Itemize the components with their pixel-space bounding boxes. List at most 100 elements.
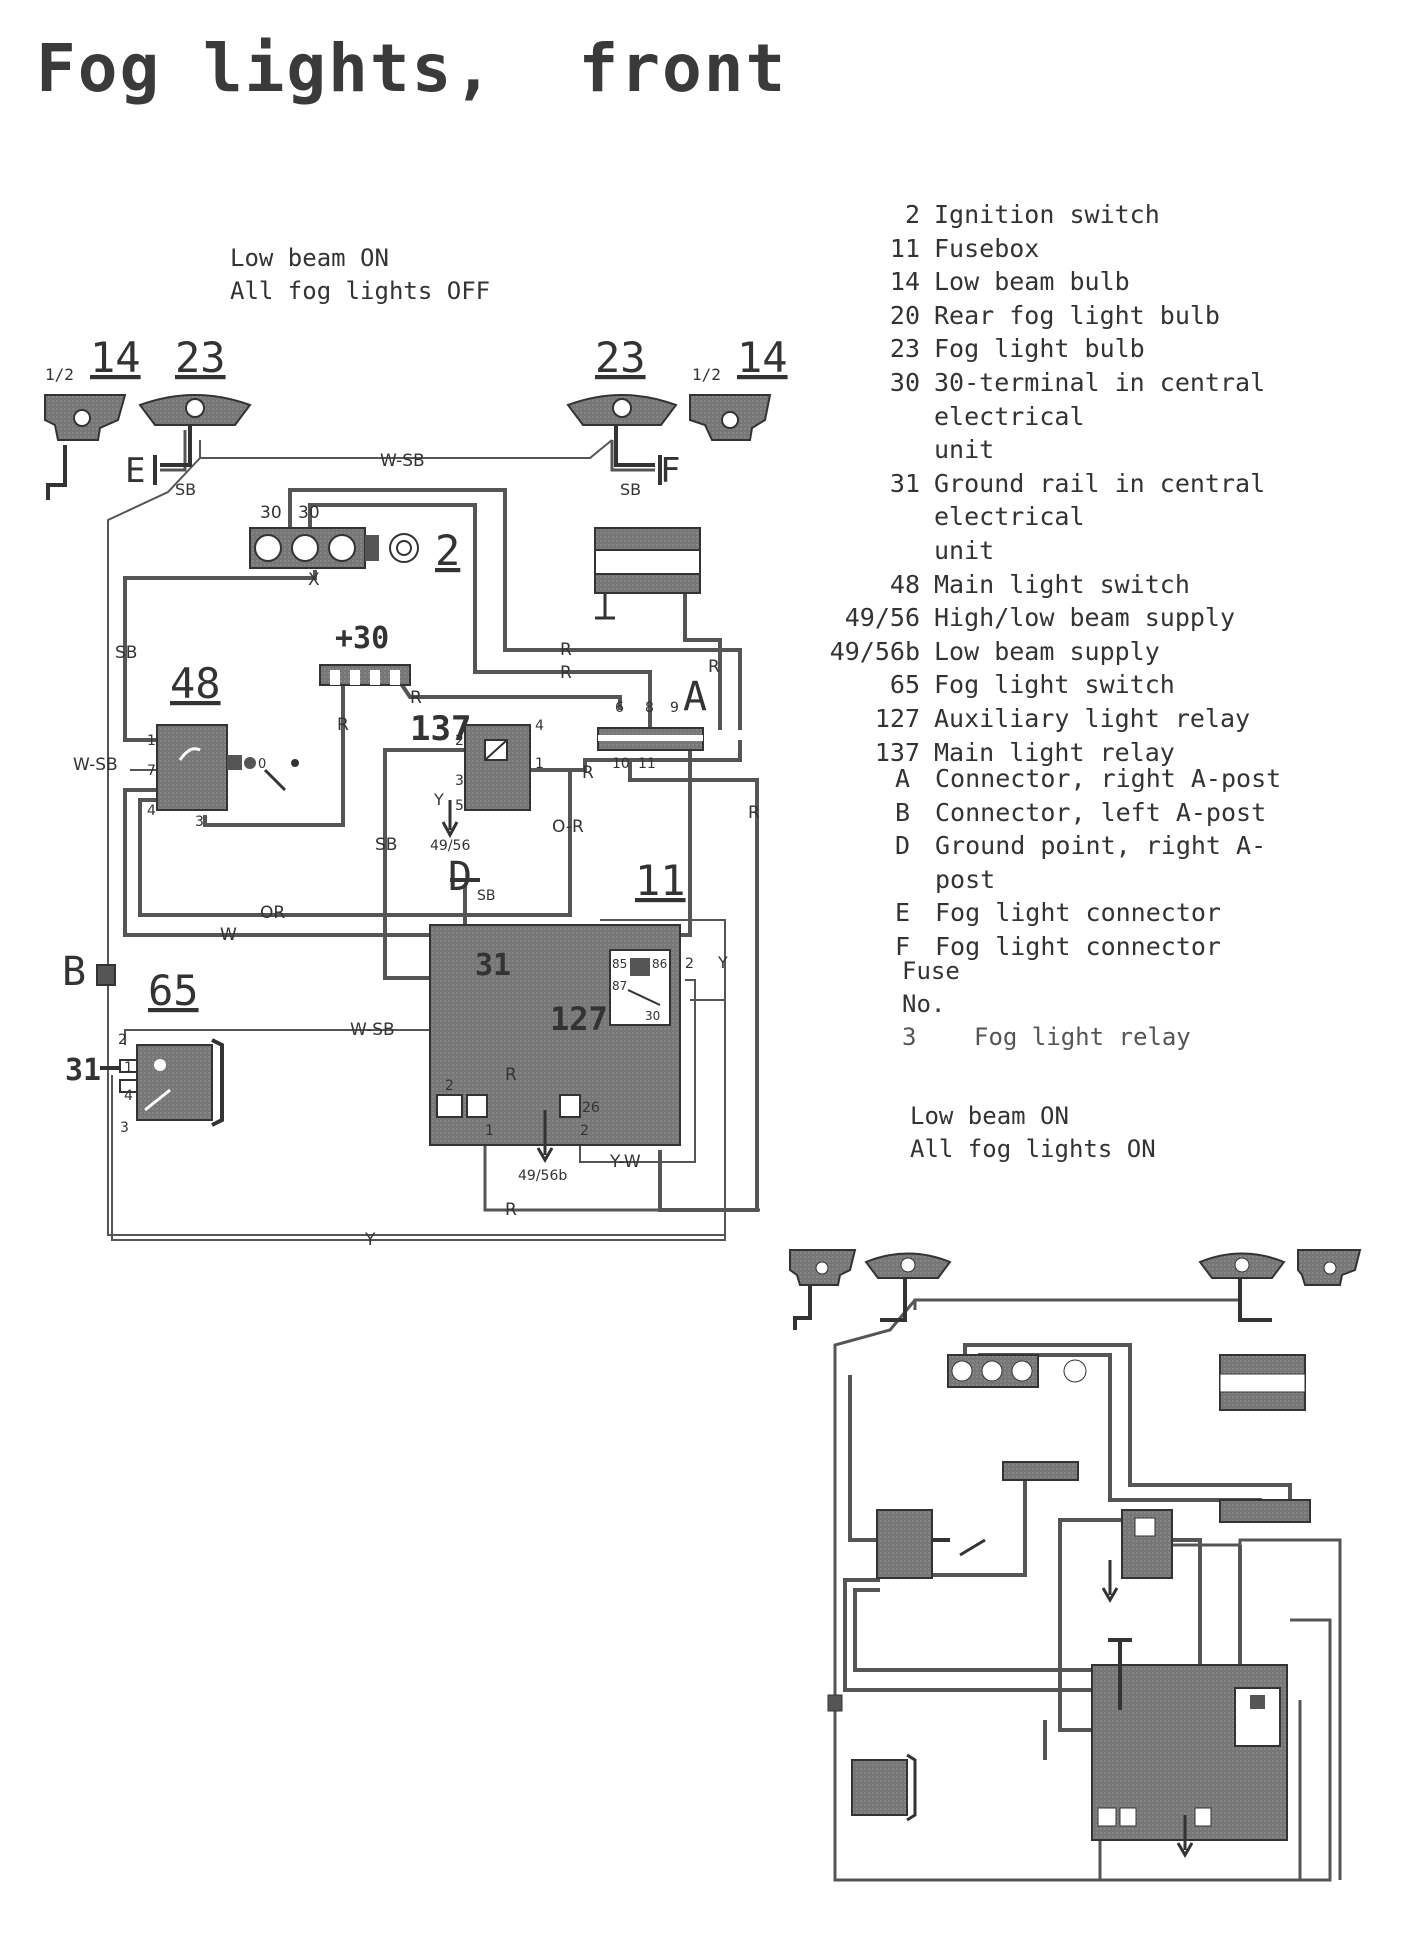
label-pin2-65: 2	[118, 1032, 127, 1048]
label-wsb-48: W-SB	[73, 755, 118, 775]
label-pin3-65: 3	[120, 1120, 129, 1136]
label-e: E	[125, 451, 145, 491]
legend-number: 23	[889, 334, 920, 364]
legend-text: unit	[934, 435, 995, 465]
label-14-right: 14	[737, 333, 788, 382]
label-pin5-137: 5	[455, 798, 464, 814]
ignition-switch	[249, 527, 419, 569]
legend-row: unit	[820, 433, 1314, 467]
legend-number: 2	[904, 200, 920, 229]
auxiliary-box	[594, 527, 701, 620]
wire-r-inner	[308, 503, 652, 730]
condition-top: Low beam ON All fog lights OFF	[230, 242, 490, 308]
legend-number: 127	[874, 703, 920, 733]
label-r-5: R	[337, 715, 349, 735]
label-r-3: R	[410, 688, 422, 708]
legend-row: 65 Fog light switch	[820, 668, 1314, 702]
label-y-137: Y	[433, 790, 444, 809]
wire-r-outer	[288, 488, 742, 730]
label-pin4-65: 4	[124, 1088, 133, 1104]
legend-text: High/low beam supply	[934, 603, 1236, 633]
label-f: F	[660, 451, 680, 491]
condition-bottom-line2: All fog lights ON	[910, 1135, 1156, 1163]
label-d-sb: SB	[477, 888, 496, 904]
label-31-fusebox: 31	[475, 948, 511, 983]
label-23-right: 23	[595, 333, 646, 382]
label-pin10-a: 10	[612, 756, 630, 772]
label-pin2-11: 2	[685, 956, 694, 972]
wire-sb-e	[160, 430, 187, 472]
connector-a	[597, 727, 704, 751]
label-pin86: 86	[652, 957, 667, 971]
condition-bottom-line1: Low beam ON	[910, 1102, 1069, 1130]
label-term-x: X	[308, 570, 320, 590]
fuse-table: Fuse No. 3 Fog light relay	[902, 955, 1191, 1054]
legend-number: 65	[889, 670, 920, 700]
label-r-8: R	[505, 1200, 517, 1220]
label-half-right: 1/2	[692, 365, 721, 384]
legend-text: Fusebox	[934, 233, 1040, 263]
label-pin11-a: 11	[638, 756, 656, 772]
label-sb-48: SB	[115, 643, 137, 663]
fuse-header-1: Fuse	[902, 957, 960, 985]
label-wsb-top: W-SB	[380, 451, 425, 471]
connector-text: Fog light connector	[935, 898, 1221, 928]
label-pin85: 85	[612, 957, 627, 971]
connector-letter: B	[895, 797, 911, 827]
connector-letter: E	[895, 898, 911, 928]
label-pin26: 26	[582, 1100, 600, 1116]
label-31-65: 31	[65, 1053, 101, 1088]
label-pin2-fuse: 2	[445, 1078, 454, 1094]
label-pin2b-fuse: 2	[580, 1123, 589, 1139]
connector-letter: D	[895, 831, 911, 861]
label-or-137: O-R	[552, 817, 584, 837]
connector-text: Ground point, right A-post	[935, 831, 1267, 894]
condition-bottom: Low beam ON All fog lights ON	[910, 1100, 1156, 1166]
label-d: D	[448, 854, 472, 900]
connector-letter: A	[895, 764, 911, 793]
wire-wsb-diag	[107, 457, 725, 1236]
label-pin2-137: 2	[455, 733, 464, 749]
legend-text: Rear fog light bulb	[934, 300, 1220, 330]
label-pin8-a: 8	[645, 700, 654, 716]
connector-row: E Fog light connector	[895, 896, 1315, 930]
legend-text: Fog light switch	[934, 670, 1175, 700]
label-plus30: +30	[335, 621, 389, 656]
label-pin9-a: 9	[670, 700, 679, 716]
fog-light-bulb-right	[566, 394, 678, 467]
label-pin1-137: 1	[535, 756, 544, 772]
label-48: 48	[170, 659, 221, 708]
legend-text: Low beam supply	[934, 636, 1160, 666]
fuse-description: Fog light relay	[974, 1023, 1191, 1051]
label-pin30r: 30	[645, 1009, 660, 1023]
condition-top-line1: Low beam ON	[230, 244, 389, 272]
label-sb-e: SB	[175, 480, 196, 499]
connector-text: Connector, right A-post	[935, 764, 1282, 793]
label-or: OR	[260, 903, 285, 923]
label-pin4-137: 4	[535, 718, 544, 734]
legend-number: 20	[889, 300, 920, 330]
legend-number: 30	[889, 367, 920, 397]
label-14-left: 14	[90, 333, 141, 382]
wire-w	[123, 750, 692, 937]
label-feed-4956b: 49/56b	[518, 1168, 567, 1184]
fog-light-bulb-left	[138, 394, 252, 467]
legend-number: 49/56	[844, 603, 920, 633]
label-term-30a: 30	[260, 503, 282, 523]
wire-137-sb	[383, 748, 465, 980]
wire-r-137	[535, 740, 742, 772]
legend-text: Low beam bulb	[934, 267, 1130, 297]
fog-light-switch	[100, 1038, 224, 1127]
label-23-left: 23	[175, 333, 226, 382]
wire-wsb-top	[199, 439, 613, 459]
low-beam-bulb-right	[689, 394, 772, 441]
main-wires	[107, 430, 760, 1241]
legend-number: 31	[889, 468, 920, 498]
label-pin6-a: 6	[615, 700, 624, 716]
